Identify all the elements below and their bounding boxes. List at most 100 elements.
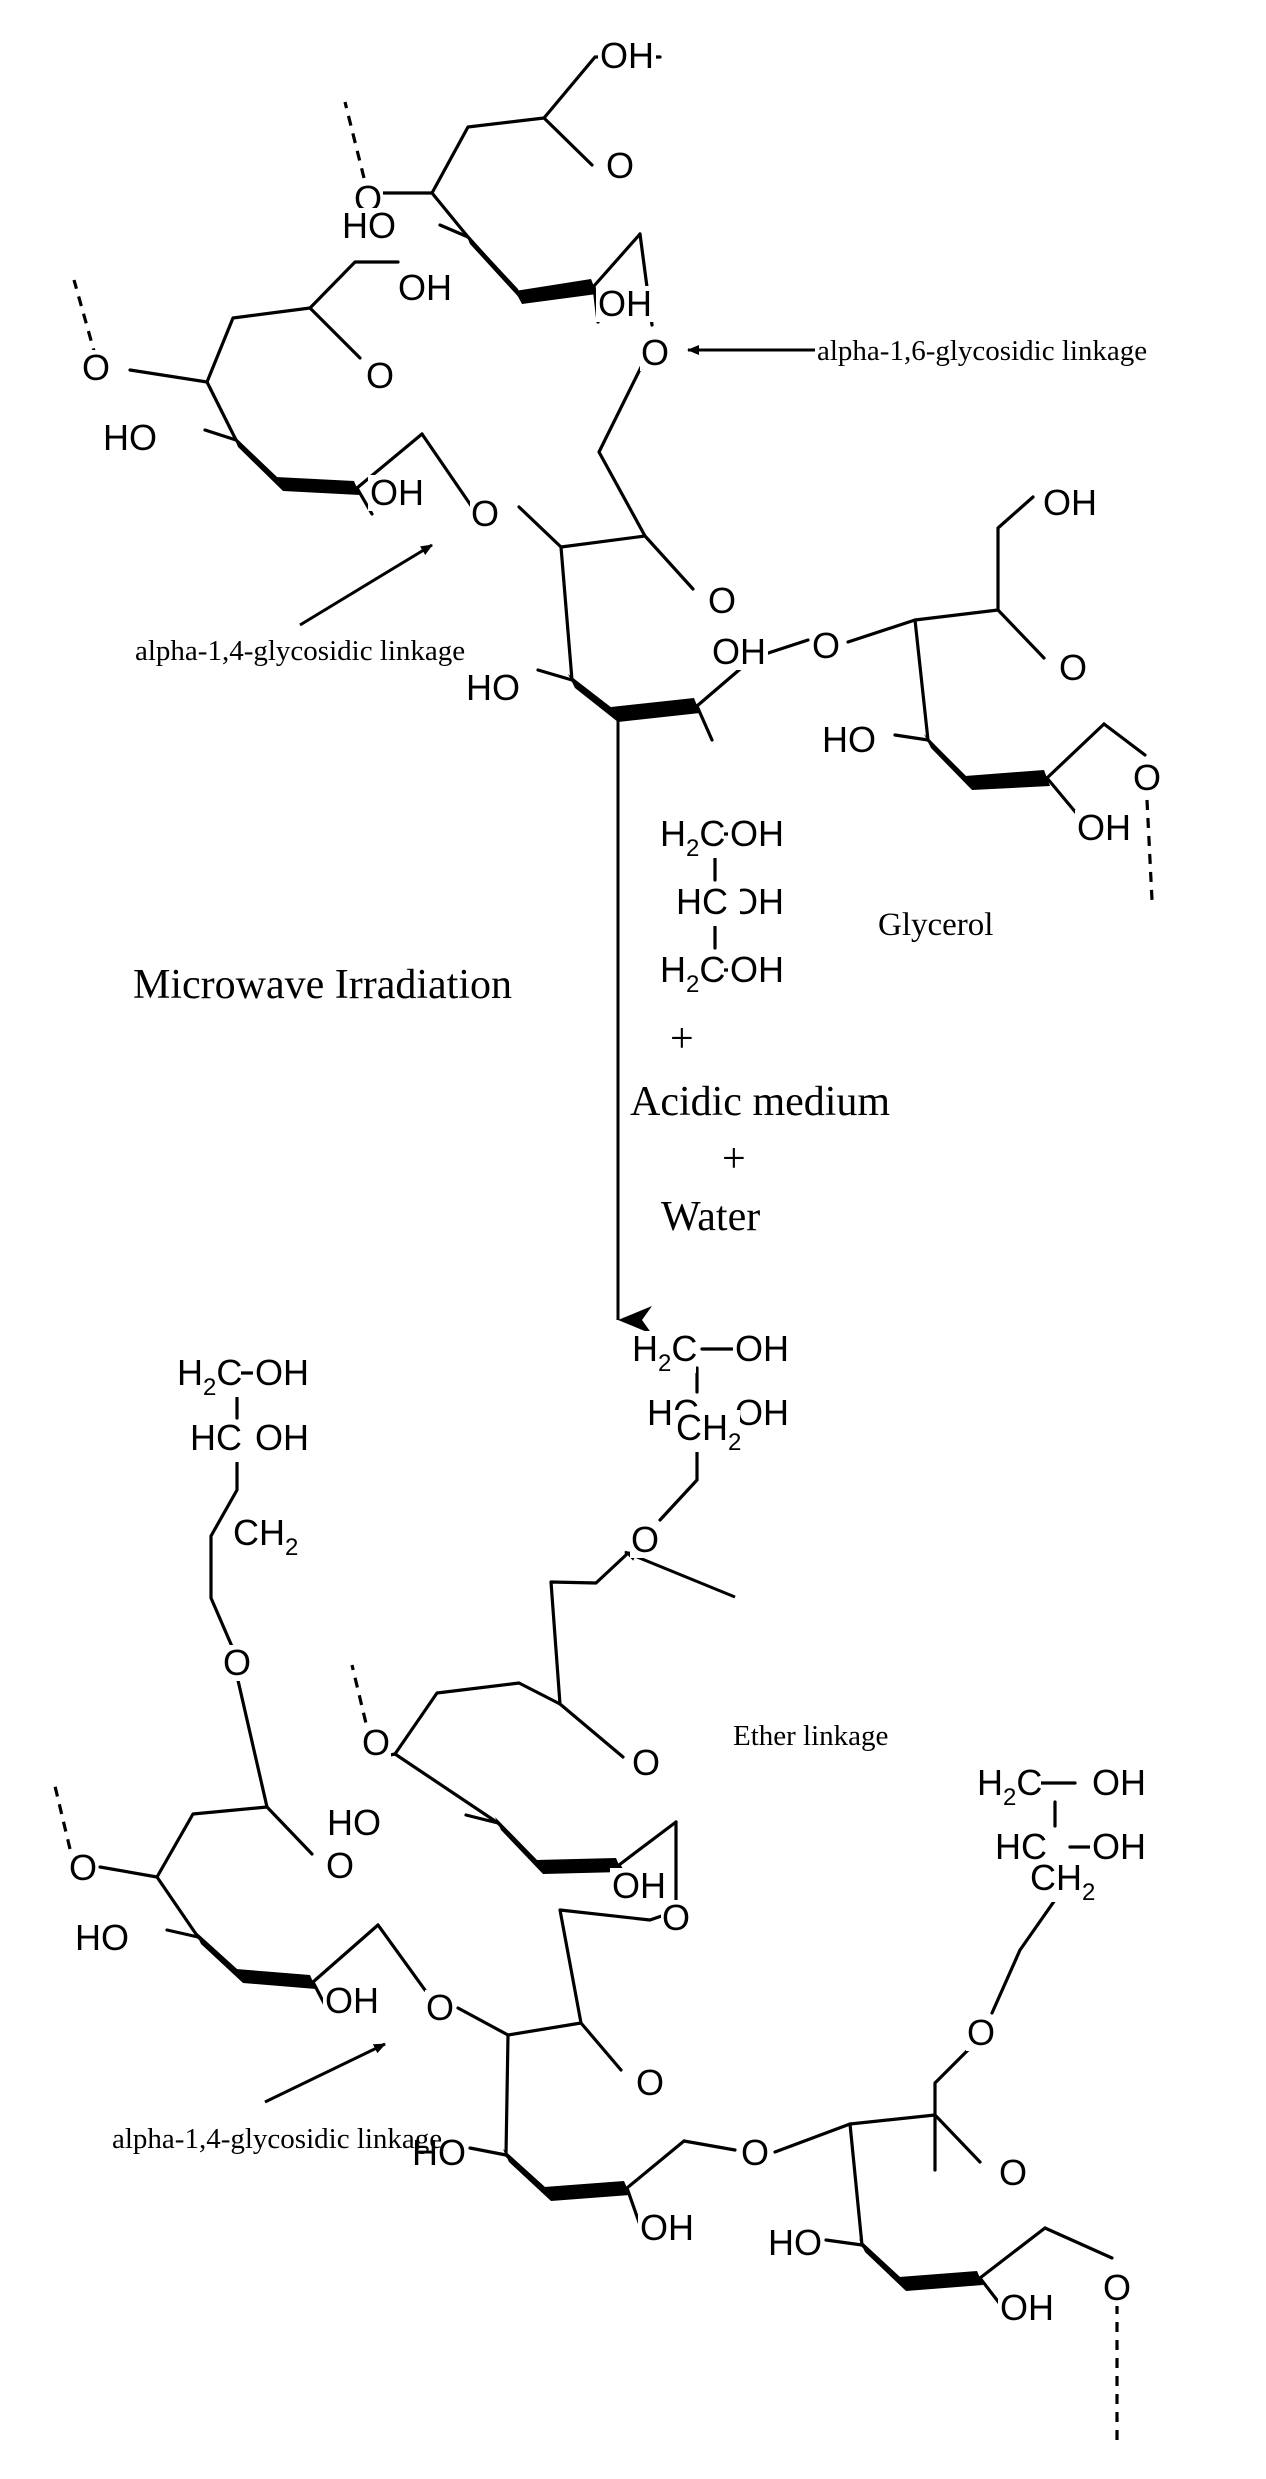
o-label: O [362, 1722, 390, 1763]
label-mask [470, 496, 500, 532]
oh-label: OH [1092, 1762, 1146, 1803]
glycerol-label: Glycerol [878, 907, 993, 943]
label-mask [596, 286, 654, 322]
ring-oxygen-label: O [366, 355, 394, 396]
ch2-group: CH2 [1030, 1857, 1095, 1906]
label-mask [222, 1645, 252, 1681]
o-label: O [82, 347, 110, 388]
ring-oxygen-label: O [636, 2062, 664, 2103]
label-mask [658, 816, 724, 858]
hc-group: HC [676, 881, 728, 922]
ether-linkage-label: Ether linkage [733, 1720, 888, 1752]
label-mask [966, 2015, 996, 2051]
label-mask [674, 884, 740, 926]
label-mask [1132, 760, 1162, 796]
label-mask [175, 1355, 241, 1397]
label-mask [464, 670, 522, 706]
label-mask [81, 350, 111, 386]
ho-label: HO [822, 719, 876, 760]
oh-label: OH [598, 283, 652, 324]
ring-oxygen-label: O [1059, 647, 1087, 688]
label-mask [820, 722, 878, 758]
product-bonds [52, 1347, 1119, 2445]
oh-label: OH [600, 35, 654, 76]
label-mask [188, 1420, 254, 1462]
o-label: O [967, 2012, 995, 2053]
alpha-1-4-linkage-label-bottom: alpha-1,4-glycosidic linkage [112, 2123, 442, 2155]
label-mask [73, 1920, 131, 1956]
label-mask [635, 2065, 665, 2101]
ring-oxygen-label: O [632, 1742, 660, 1783]
microwave-irradiation-label: Microwave Irradiation [133, 962, 512, 1008]
plus-sign-2: + [722, 1136, 746, 1182]
oh-label: OH [370, 472, 424, 513]
oh-label: OH [640, 2207, 694, 2248]
ring-oxygen-label: O [708, 580, 736, 621]
label-mask [1090, 1765, 1148, 1801]
ho-label: HO [75, 1917, 129, 1958]
o-label: O [1103, 2267, 1131, 2308]
ho-label: HO [103, 417, 157, 458]
oh-label: OH [735, 1392, 789, 1433]
label-mask [640, 335, 670, 371]
label-mask [638, 2210, 696, 2246]
alpha-1-4-linkage-label-top: alpha-1,4-glycosidic linkage [135, 635, 465, 667]
label-mask [340, 208, 398, 244]
label-mask [766, 2225, 824, 2261]
label-mask [598, 38, 656, 74]
label-mask [396, 270, 454, 306]
h2c-group: H2C [660, 949, 725, 998]
ho-label: HO [342, 205, 396, 246]
annotation-arrows [264, 345, 815, 2104]
oh-label: OH [730, 949, 784, 990]
o-label: O [641, 332, 669, 373]
label-mask [733, 1395, 791, 1431]
o-label: O [471, 493, 499, 534]
oh-label: OH [1077, 807, 1131, 848]
label-mask [811, 628, 841, 664]
water-label: Water [661, 1194, 760, 1240]
h2c-group: H2C [632, 1328, 697, 1377]
label-mask [1075, 810, 1133, 846]
ring-wedges-top [233, 232, 1050, 790]
ch2-group: CH2 [676, 1407, 741, 1456]
o-label: O [1133, 757, 1161, 798]
label-mask [361, 1725, 391, 1761]
label-mask [1058, 650, 1088, 686]
ho-label: HO [768, 2222, 822, 2263]
label-mask [1028, 1860, 1094, 1902]
o-label: O [223, 1642, 251, 1683]
label-mask [728, 816, 786, 852]
label-mask [728, 952, 786, 988]
alpha-1-6-linkage-label: alpha-1,6-glycosidic linkage [817, 335, 1147, 367]
label-mask [253, 1420, 311, 1456]
oh-label: OH [255, 1417, 309, 1458]
h2c-group: H2C [977, 1762, 1042, 1811]
label-mask [365, 358, 395, 394]
oh-label: OH [730, 813, 784, 854]
ho-label: HO [466, 667, 520, 708]
label-mask [325, 1805, 383, 1841]
plus-sign-1: + [670, 1016, 694, 1062]
label-mask [674, 1410, 740, 1452]
oh-label: OH [735, 1328, 789, 1369]
ring-wedges-bottom [195, 1817, 983, 2291]
label-mask [1041, 485, 1099, 521]
label-mask [410, 2135, 468, 2171]
label-mask [610, 1868, 668, 1904]
hc-group: HC [190, 1417, 242, 1458]
label-mask [733, 1331, 791, 1367]
label-mask [658, 952, 724, 994]
oh-label: OH [325, 1980, 379, 2021]
label-mask [661, 1900, 691, 1936]
o-label: O [69, 1847, 97, 1888]
label-mask [975, 1765, 1041, 1807]
label-mask [605, 148, 635, 184]
label-mask [368, 475, 426, 511]
o-label: O [662, 1897, 690, 1938]
o-label: O [812, 625, 840, 666]
label-mask [740, 2135, 770, 2171]
